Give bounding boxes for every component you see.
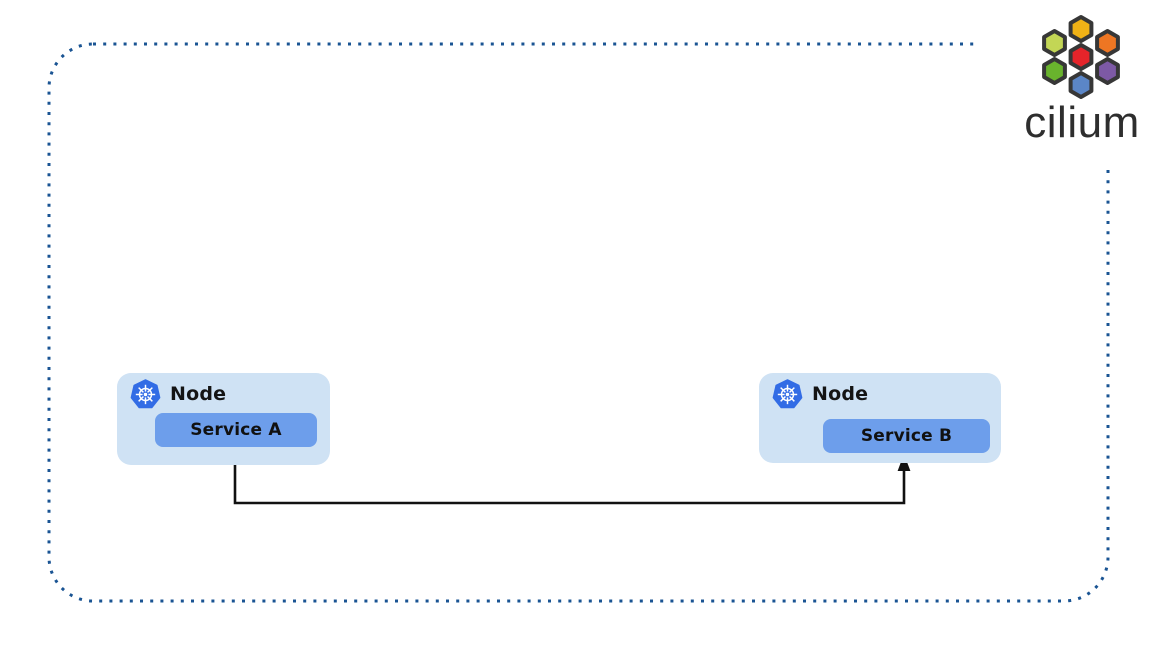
cilium-hexagon-flower-icon: cilium	[1024, 15, 1139, 144]
node-a-box: Node Service A	[117, 373, 330, 465]
service-a-to-service-b-arrow-line	[233, 447, 906, 505]
boundary-dotted-border	[47, 42, 1110, 603]
kubernetes-icon	[130, 379, 161, 409]
hex-upper-right	[1095, 29, 1120, 57]
hex-upper-left	[1042, 29, 1067, 57]
node-b-label: Node	[812, 382, 869, 405]
hex-top	[1068, 15, 1094, 43]
node-b-box: Node Service B	[759, 373, 1001, 463]
hex-lower-left	[1042, 57, 1067, 85]
node-b-header: Node	[759, 373, 1001, 409]
kubernetes-icon	[772, 379, 803, 409]
service-a-box: Service A	[155, 413, 317, 447]
node-a-header: Node	[117, 373, 330, 409]
hex-bottom	[1068, 71, 1094, 99]
hex-center	[1068, 43, 1094, 71]
cilium-logo: cilium	[980, 0, 1157, 166]
node-a-label: Node	[170, 382, 227, 405]
service-b-box: Service B	[823, 419, 990, 453]
cilium-logo-text: cilium	[1024, 98, 1139, 144]
hex-lower-right	[1095, 57, 1120, 85]
